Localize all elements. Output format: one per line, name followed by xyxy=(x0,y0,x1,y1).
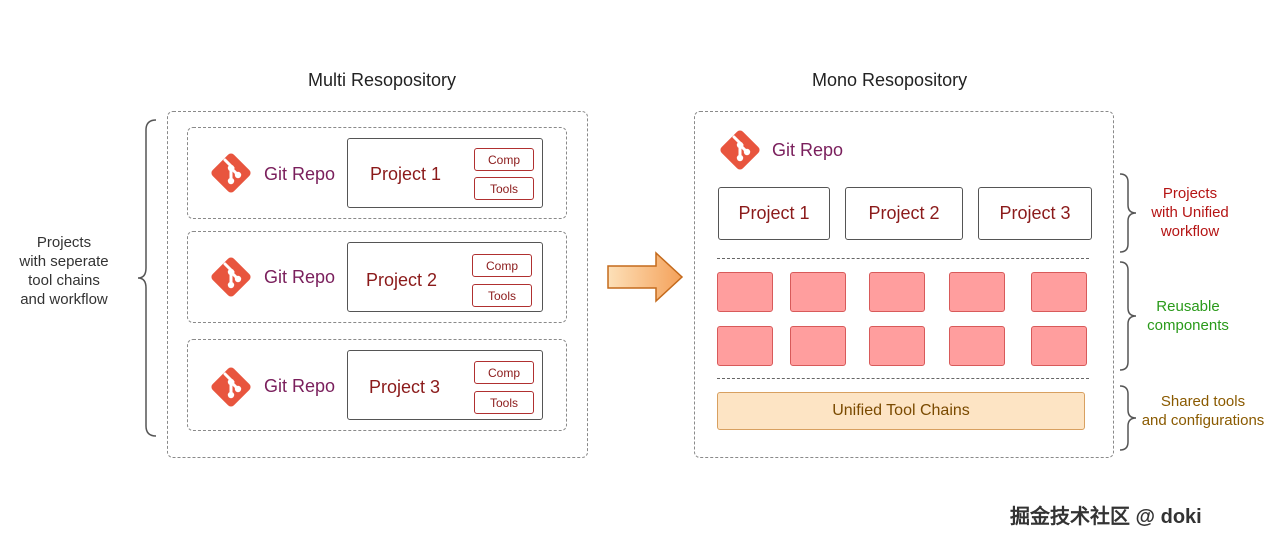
repo-block: Git Repo Project 1 Comp Tools xyxy=(187,127,567,219)
git-icon xyxy=(208,150,254,196)
left-brace-icon xyxy=(137,119,157,437)
multi-repo-container xyxy=(167,111,588,458)
component-tile xyxy=(949,272,1005,312)
multi-repo-side-label: Projects with seperate tool chains and w… xyxy=(0,233,128,309)
label-line: Shared tools xyxy=(1160,393,1246,410)
reusable-components-label: Reusable components xyxy=(1128,297,1248,335)
git-repo-label: Git Repo xyxy=(772,140,844,160)
multi-repo-title: Multi Resopository xyxy=(308,70,457,90)
mono-repo-title: Mono Resopository xyxy=(812,70,968,90)
project-label: Project 3 xyxy=(369,377,441,397)
component-tile xyxy=(717,272,773,312)
component-tile xyxy=(717,326,773,366)
unified-tool-chains-box: Unified Tool Chains xyxy=(717,392,1085,430)
tools-box: Tools xyxy=(474,391,534,414)
git-icon xyxy=(208,364,254,410)
right-brace-icon xyxy=(1119,173,1137,253)
component-tile xyxy=(1031,272,1087,312)
side-label-line: and workflow xyxy=(20,291,108,308)
right-brace-icon xyxy=(1119,261,1137,371)
tools-box: Tools xyxy=(472,284,532,307)
git-repo-label: Git Repo xyxy=(264,267,336,287)
shared-tools-label: Shared tools and configurations xyxy=(1130,392,1276,430)
component-tile xyxy=(1031,326,1087,366)
repo-block: Git Repo Project 2 Comp Tools xyxy=(187,231,567,323)
label-line: and configurations xyxy=(1141,412,1265,429)
component-tile xyxy=(869,272,925,312)
side-label-line: tool chains xyxy=(28,272,100,289)
project-box: Project 2 xyxy=(845,187,963,240)
component-tile xyxy=(949,326,1005,366)
side-label-line: with seperate xyxy=(19,253,109,270)
project-label: Project 3 xyxy=(999,203,1071,223)
label-line: with Unified xyxy=(1151,204,1229,221)
comp-box: Comp xyxy=(472,254,532,277)
component-tile xyxy=(790,272,846,312)
repo-block: Git Repo Project 3 Comp Tools xyxy=(187,339,567,431)
right-brace-icon xyxy=(1119,385,1137,451)
side-label-line: Projects xyxy=(36,234,92,251)
label-line: Projects xyxy=(1162,185,1218,202)
label-line: components xyxy=(1147,317,1229,334)
comp-box: Comp xyxy=(474,148,534,171)
git-icon xyxy=(208,254,254,300)
project-box: Project 3 xyxy=(978,187,1092,240)
project-box: Project 2 Comp Tools xyxy=(347,242,543,312)
git-repo-label: Git Repo xyxy=(264,376,336,396)
component-tile xyxy=(790,326,846,366)
project-box: Project 1 xyxy=(718,187,830,240)
git-icon xyxy=(717,127,763,173)
component-tile xyxy=(869,326,925,366)
project-box: Project 3 Comp Tools xyxy=(347,350,543,420)
projects-unified-label: Projects with Unified workflow xyxy=(1128,184,1252,241)
divider xyxy=(717,378,1089,379)
project-label: Project 2 xyxy=(366,270,438,290)
watermark-text: 掘金技术社区 @ doki xyxy=(1010,506,1202,528)
comp-box: Comp xyxy=(474,361,534,384)
project-label: Project 1 xyxy=(370,164,442,184)
project-label: Project 1 xyxy=(738,203,810,223)
git-repo-label: Git Repo xyxy=(264,164,336,184)
project-box: Project 1 Comp Tools xyxy=(347,138,543,208)
right-arrow-icon xyxy=(607,251,684,303)
mono-repo-container: Git Repo Project 1 Project 2 Project 3 U… xyxy=(694,111,1114,458)
project-label: Project 2 xyxy=(868,203,940,223)
label-line: Reusable xyxy=(1156,298,1220,315)
divider xyxy=(717,258,1089,259)
label-line: workflow xyxy=(1160,223,1220,240)
tools-box: Tools xyxy=(474,177,534,200)
